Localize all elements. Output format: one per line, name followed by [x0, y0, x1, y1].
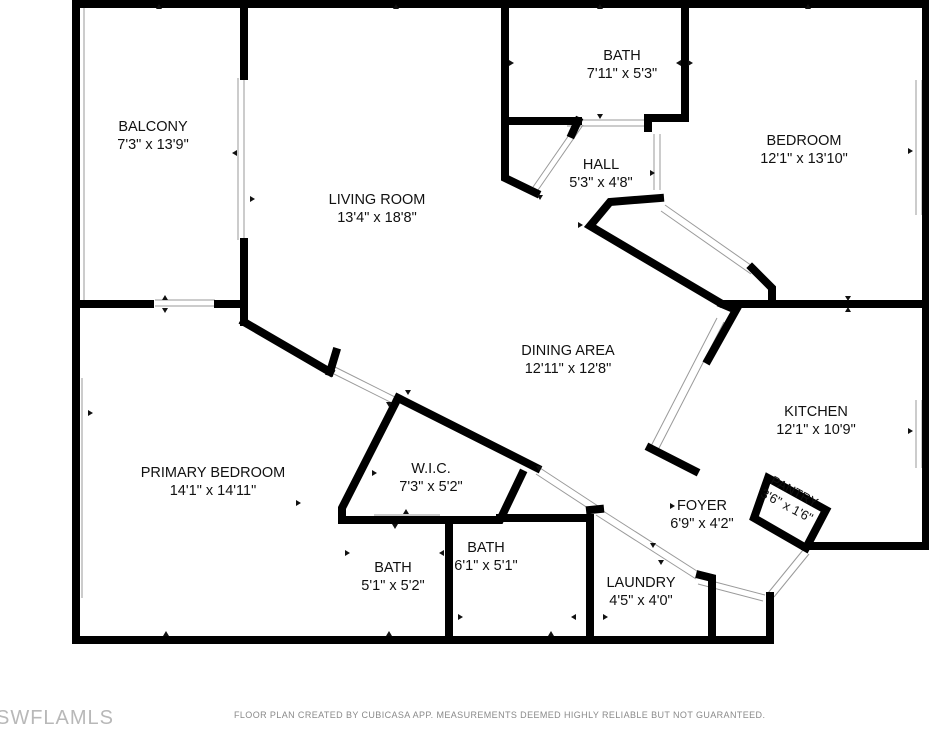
bath-b-size: 6'1" x 5'1" — [454, 558, 517, 574]
primary-bedroom-size: 14'1" x 14'11" — [170, 483, 257, 499]
mls-watermark: SWFLAMLS — [0, 707, 115, 729]
laundry-name: LAUNDRY — [606, 575, 675, 591]
balcony-size: 7'3" x 13'9" — [117, 137, 188, 153]
bedroom-name: BEDROOM — [767, 133, 842, 149]
door-marks — [88, 4, 913, 636]
pantry-box — [749, 472, 832, 554]
wic-size: 7'3" x 5'2" — [399, 479, 462, 495]
walls — [72, 0, 929, 644]
bath-top-name: BATH — [603, 48, 641, 64]
balcony-name: BALCONY — [118, 119, 188, 135]
living-room-size: 13'4" x 18'8" — [337, 210, 417, 226]
floor-plan-disclaimer: FLOOR PLAN CREATED BY CUBICASA APP. MEAS… — [234, 710, 766, 720]
kitchen-name: KITCHEN — [784, 404, 848, 420]
dining-area-size: 12'11" x 12'8" — [525, 361, 612, 377]
hall-size: 5'3" x 4'8" — [569, 175, 632, 191]
bath-a-name: BATH — [374, 560, 412, 576]
kitchen-size: 12'1" x 10'9" — [776, 422, 856, 438]
dining-area-name: DINING AREA — [521, 343, 615, 359]
foyer-size: 6'9" x 4'2" — [670, 516, 733, 532]
room-labels: BALCONY 7'3" x 13'9" LIVING ROOM 13'4" x… — [117, 48, 856, 609]
wic-name: W.I.C. — [411, 461, 450, 477]
laundry-size: 4'5" x 4'0" — [609, 593, 672, 609]
living-room-name: LIVING ROOM — [329, 192, 426, 208]
bath-top-size: 7'11" x 5'3" — [587, 66, 657, 82]
foyer-name: FOYER — [677, 498, 727, 514]
hall-name: HALL — [583, 157, 619, 173]
primary-bedroom-name: PRIMARY BEDROOM — [141, 465, 286, 481]
bath-b-name: BATH — [467, 540, 505, 556]
bedroom-size: 12'1" x 13'10" — [760, 151, 848, 167]
bath-a-size: 5'1" x 5'2" — [361, 578, 424, 594]
